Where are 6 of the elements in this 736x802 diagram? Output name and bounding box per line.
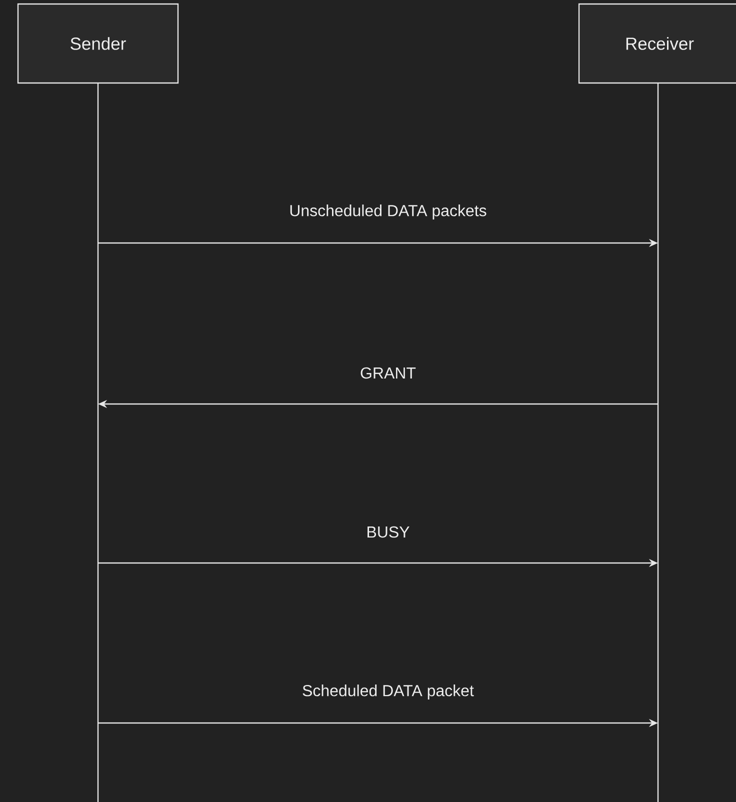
participant-box: Sender <box>17 3 179 84</box>
edge-label: Scheduled DATA packet <box>301 684 475 700</box>
edge-label: BUSY <box>365 525 411 539</box>
edge-label: GRANT <box>359 366 417 380</box>
edge-label: Unscheduled DATA packets <box>288 204 488 220</box>
participant-box: Receiver <box>578 3 736 84</box>
